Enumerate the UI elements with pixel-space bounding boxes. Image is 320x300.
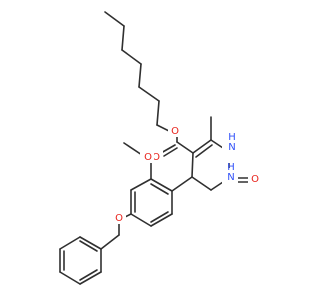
bond bbox=[104, 11, 125, 27]
bond bbox=[59, 236, 81, 250]
bond bbox=[100, 234, 120, 250]
bond bbox=[192, 139, 212, 154]
double-bond bbox=[160, 144, 176, 154]
double-bond bbox=[163, 147, 178, 157]
bond bbox=[138, 86, 160, 102]
bond bbox=[191, 176, 212, 191]
heptyl-chain bbox=[104, 11, 174, 134]
bond bbox=[191, 152, 194, 178]
bond bbox=[79, 236, 102, 250]
methoxy-oxygen-label: O bbox=[144, 152, 152, 163]
double-bond bbox=[79, 240, 98, 252]
bond bbox=[156, 100, 160, 126]
bond bbox=[130, 178, 152, 191]
bond bbox=[150, 213, 173, 227]
bond bbox=[171, 176, 193, 192]
benzyl-ring bbox=[59, 236, 102, 285]
methoxyphenyl-ring bbox=[130, 176, 193, 227]
bond bbox=[79, 271, 102, 285]
ester-group bbox=[160, 132, 194, 178]
bond bbox=[59, 271, 81, 285]
carbonyl-oxygen-label: O bbox=[152, 152, 160, 163]
double-bond bbox=[150, 183, 169, 195]
benzyloxy-oxygen-label: O bbox=[115, 213, 123, 224]
bond bbox=[138, 63, 142, 88]
bond bbox=[150, 178, 173, 192]
double-bond bbox=[150, 211, 169, 223]
urea-oxygen-label: O bbox=[251, 174, 259, 185]
bond bbox=[121, 25, 125, 51]
bond bbox=[121, 49, 142, 65]
bond bbox=[130, 213, 152, 227]
bond bbox=[176, 141, 194, 154]
double-bond bbox=[195, 144, 213, 158]
double-bond bbox=[79, 269, 98, 281]
ester-oxygen-label: O bbox=[171, 126, 179, 137]
pyrimidinone-ring bbox=[191, 116, 250, 191]
